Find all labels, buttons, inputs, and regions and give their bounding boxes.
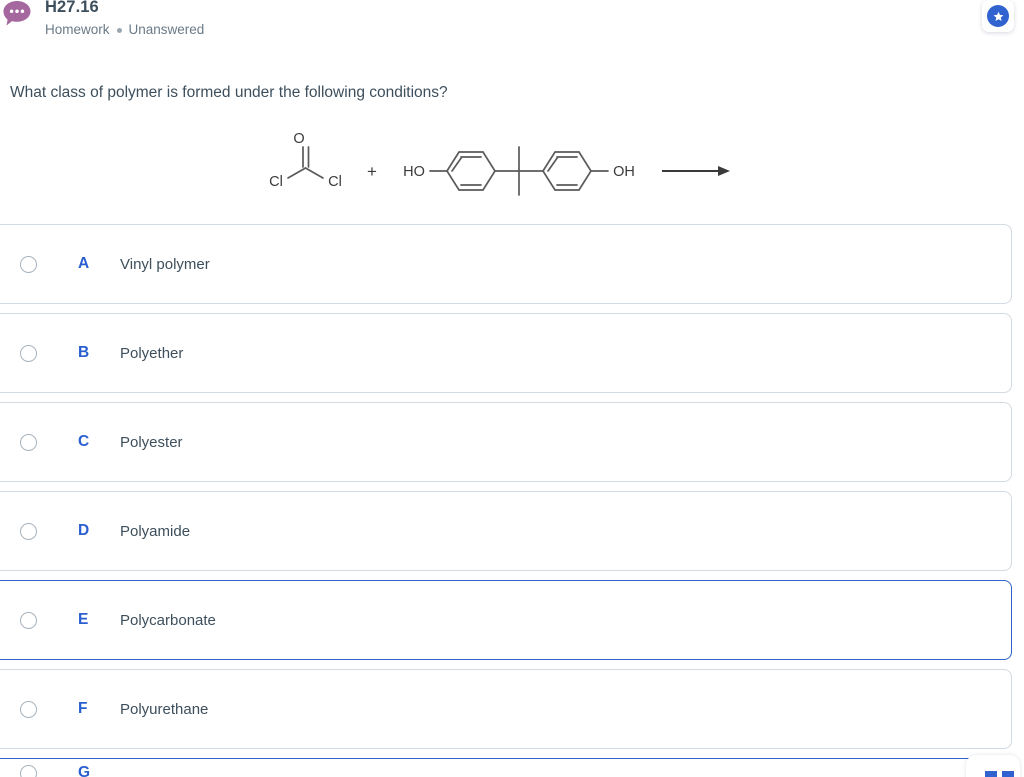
- mark-left: [985, 771, 997, 777]
- option-label-d: Polyamide: [120, 522, 191, 540]
- radio-b[interactable]: [20, 344, 37, 362]
- question-prompt: What class of polymer is formed under th…: [10, 84, 448, 101]
- option-letter-c: C: [78, 433, 90, 450]
- option-row-c[interactable]: C Polyester: [0, 402, 1012, 482]
- option-row-b[interactable]: B Polyether: [0, 313, 1012, 393]
- option-label-f: Polyurethane: [120, 700, 209, 718]
- meta-separator-dot: [116, 27, 122, 33]
- radio-f[interactable]: [20, 700, 37, 718]
- status-badge: Unanswered: [128, 22, 205, 37]
- question-meta: Homework Unanswered: [45, 20, 204, 40]
- option-letter-a: A: [78, 255, 90, 272]
- option-letter-f: F: [78, 700, 88, 717]
- bookmark-button[interactable]: [982, 0, 1014, 32]
- label-chlorine-right: Cl: [328, 174, 342, 190]
- option-letter-d: D: [78, 522, 90, 539]
- option-label-b: Polyether: [120, 344, 184, 362]
- radio-c[interactable]: [20, 433, 37, 451]
- option-row-a[interactable]: A Vinyl polymer: [0, 224, 1012, 304]
- reaction-scheme: O Cl Cl + HO: [0, 125, 1024, 215]
- option-label-c: Polyester: [120, 433, 183, 451]
- option-label-a: Vinyl polymer: [120, 255, 210, 273]
- radio-d[interactable]: [20, 522, 37, 540]
- mark-right: [1002, 771, 1014, 777]
- option-letter-e: E: [78, 611, 89, 628]
- speech-bubble-icon: [2, 0, 32, 27]
- radio-a[interactable]: [20, 255, 37, 273]
- option-row-g[interactable]: G: [0, 758, 1012, 777]
- radio-g[interactable]: [20, 764, 37, 777]
- option-letter-g: G: [78, 764, 91, 777]
- meta-category: Homework: [45, 22, 110, 37]
- reaction-arrow-right: [662, 166, 730, 176]
- option-row-e[interactable]: E Polycarbonate: [0, 580, 1012, 660]
- plus-operator: +: [367, 162, 377, 181]
- answer-options-list: A Vinyl polymer B Polyether C Polyester …: [0, 224, 1024, 777]
- label-hydroxyl-left: HO: [403, 164, 425, 180]
- question-header: H27.16 Homework Unanswered: [0, 0, 1024, 48]
- label-chlorine-left: Cl: [269, 174, 283, 190]
- option-row-f[interactable]: F Polyurethane: [0, 669, 1012, 749]
- star-icon: [987, 5, 1009, 27]
- label-carbonyl-oxygen: O: [293, 131, 304, 147]
- option-label-e: Polycarbonate: [120, 611, 216, 629]
- option-letter-b: B: [78, 344, 90, 361]
- label-hydroxyl-right: OH: [613, 164, 635, 180]
- option-row-d[interactable]: D Polyamide: [0, 491, 1012, 571]
- radio-e[interactable]: [20, 611, 37, 629]
- header-text-block: H27.16 Homework Unanswered: [45, 0, 204, 40]
- floating-action-marks: [985, 771, 1014, 777]
- page-title: H27.16: [45, 0, 99, 16]
